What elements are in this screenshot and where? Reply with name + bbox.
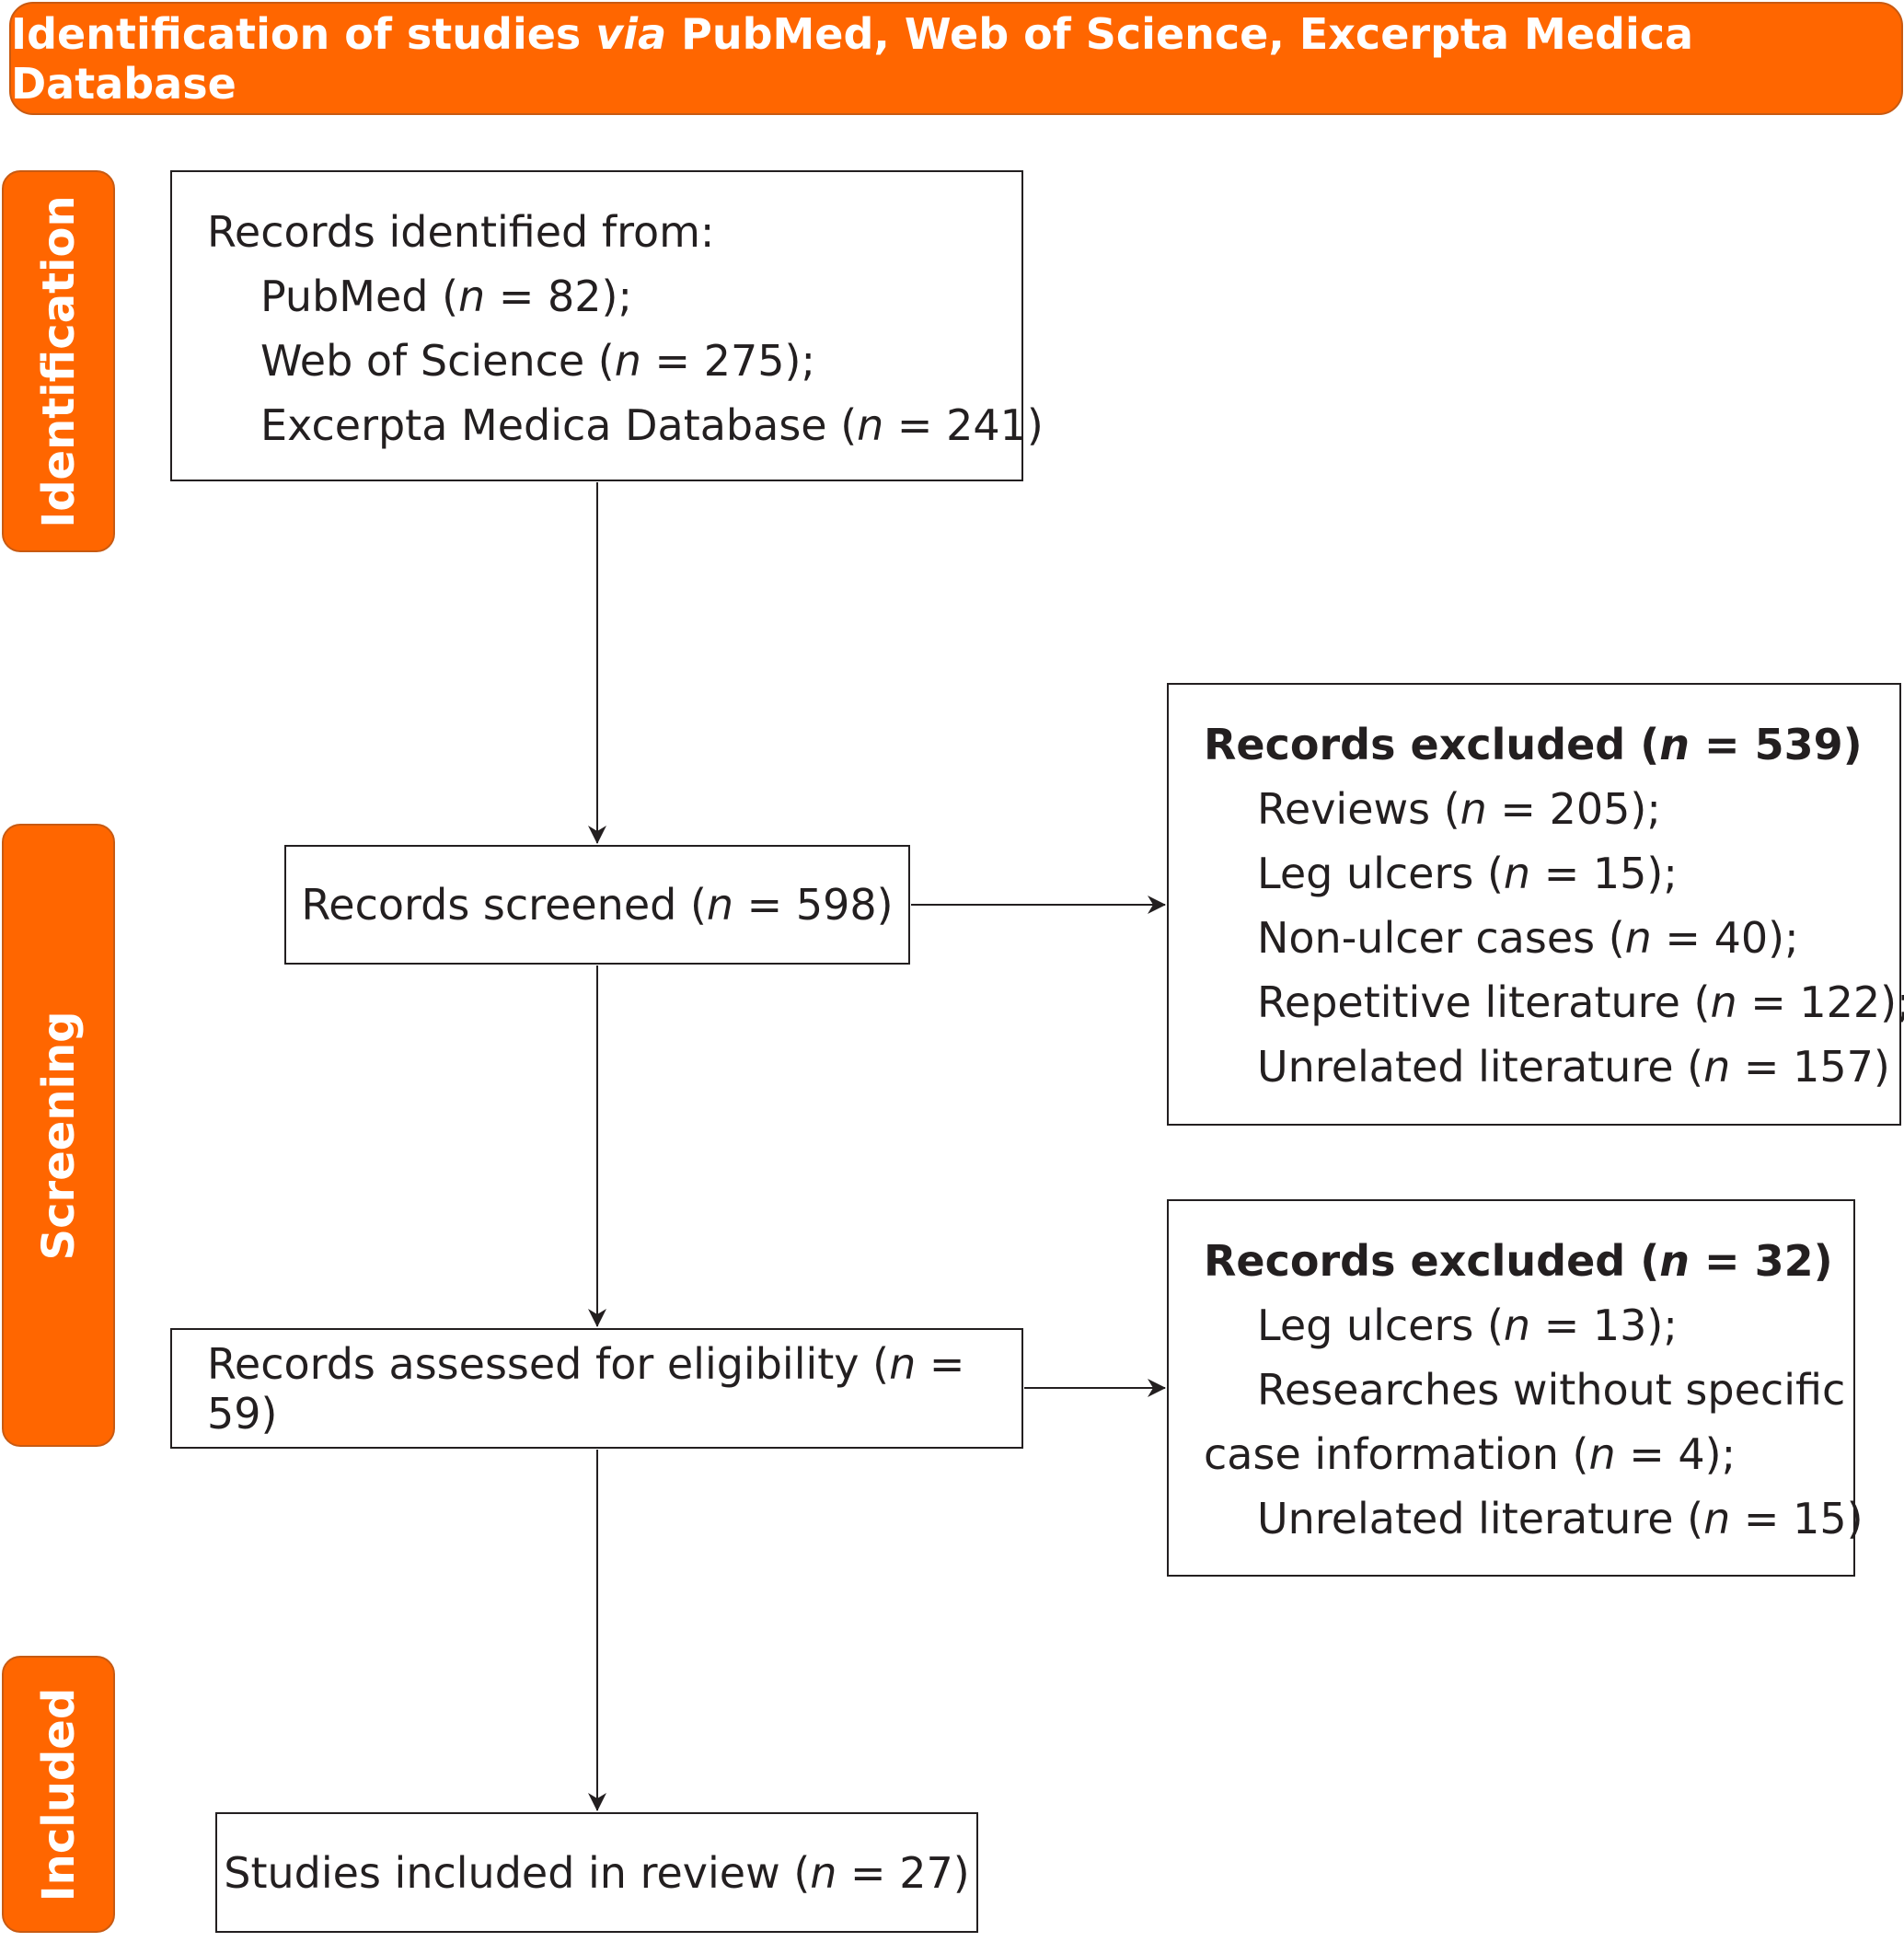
excluded-2-leg-ulcers: Leg ulcers (n = 13); [1257, 1300, 1678, 1350]
title-text: Identification of studies via PubMed, We… [11, 8, 1694, 109]
source-pubmed: PubMed (n = 82); [260, 272, 632, 321]
phase-screening: Screening [2, 824, 115, 1447]
records-excluded-2-title: Records excluded (n = 32) [1204, 1236, 1833, 1286]
title-banner: Identification of studies via PubMed, We… [9, 2, 1903, 115]
studies-included-text: Studies included in review (n = 27) [224, 1847, 970, 1898]
excluded-reviews: Reviews (n = 205); [1257, 784, 1661, 834]
excluded-2-unrelated: Unrelated literature (n = 15) [1257, 1494, 1864, 1543]
source-embase: Excerpta Medica Database (n = 241) [260, 400, 1044, 450]
records-screened-box: Records screened (n = 598) [284, 845, 910, 965]
studies-included-box: Studies included in review (n = 27) [215, 1812, 978, 1933]
excluded-2-no-case-info-line2: case information (n = 4); [1204, 1429, 1737, 1479]
excluded-non-ulcer: Non-ulcer cases (n = 40); [1257, 913, 1799, 963]
records-screened-text: Records screened (n = 598) [301, 880, 894, 930]
excluded-repetitive: Repetitive literature (n = 122); [1257, 977, 1904, 1027]
phase-included: Included [2, 1656, 115, 1933]
records-identified-box: Records identified from: PubMed (n = 82)… [170, 170, 1044, 481]
records-excluded-1-title: Records excluded (n = 539) [1204, 720, 1863, 769]
records-excluded-box-2: Records excluded (n = 32) Leg ulcers (n … [1167, 1199, 1864, 1577]
records-assessed-box: Records assessed for eligibility (n = 59… [170, 1328, 1023, 1449]
phase-identification: Identification [2, 170, 115, 552]
records-assessed-text: Records assessed for eligibility (n = 59… [207, 1338, 965, 1439]
excluded-leg-ulcers: Leg ulcers (n = 15); [1257, 849, 1678, 898]
excluded-2-no-case-info-line1: Researches without specific [1257, 1365, 1846, 1415]
records-identified-title: Records identified from: [207, 207, 715, 257]
records-excluded-box-1: Records excluded (n = 539) Reviews (n = … [1167, 683, 1904, 1126]
source-web-of-science: Web of Science (n = 275); [260, 336, 815, 386]
excluded-unrelated: Unrelated literature (n = 157) [1257, 1042, 1890, 1092]
